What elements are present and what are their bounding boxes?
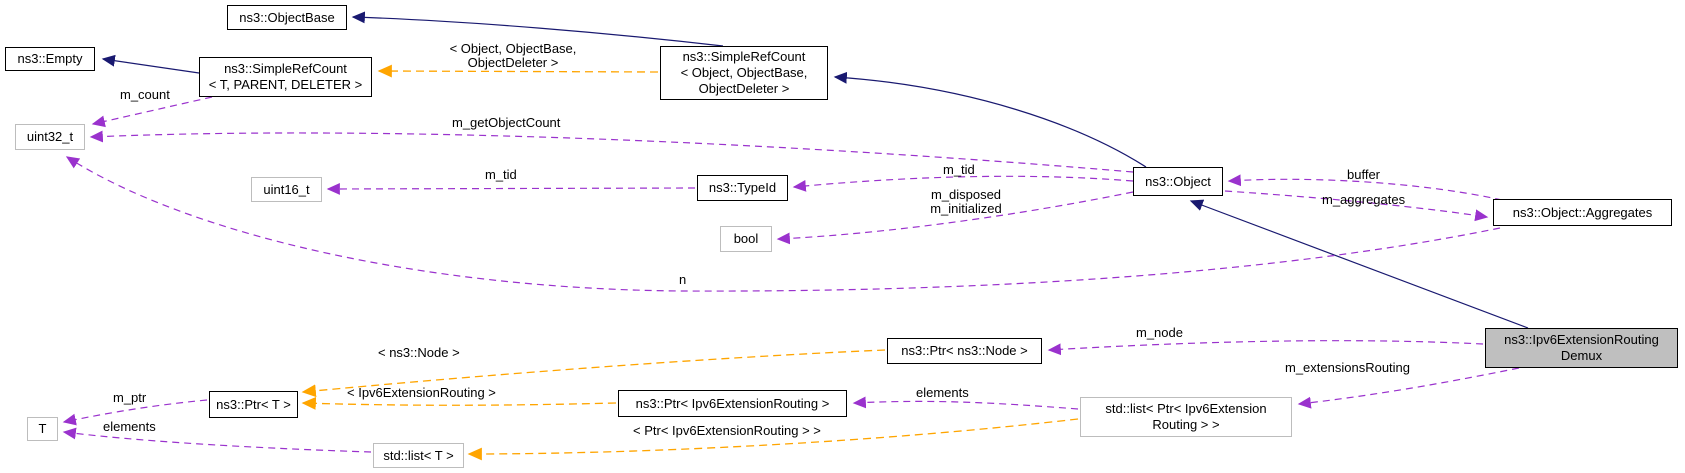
class-node-bool: bool <box>720 226 772 252</box>
class-node-ptr-ipv6-extension-routing[interactable]: ns3::Ptr< Ipv6ExtensionRouting > <box>618 390 847 417</box>
class-node-simplerefcount-object[interactable]: ns3::SimpleRefCount < Object, ObjectBase… <box>660 46 828 100</box>
edge-label-template-ptr-ipv6: < Ptr< Ipv6ExtensionRouting > > <box>633 423 821 438</box>
edge-usage-m-aggregates <box>1224 190 1489 222</box>
class-node-t: T <box>27 417 58 441</box>
edge-usage-n <box>65 156 1501 292</box>
edge-template-ptr-node <box>301 349 886 398</box>
edge-usage-elements-list-t <box>62 427 372 453</box>
class-node-list-ptr-ipv6: std::list< Ptr< Ipv6Extension Routing > … <box>1080 397 1292 437</box>
edge-template-ptr-ipv6 <box>301 396 617 410</box>
edge-label-m-disposed-initialized: m_disposed m_initialized <box>930 187 1002 216</box>
class-node-object-aggregates[interactable]: ns3::Object::Aggregates <box>1493 199 1672 226</box>
class-node-ptr-t[interactable]: ns3::Ptr< T > <box>209 391 298 418</box>
edge-usage-m-node <box>1047 340 1484 356</box>
edge-inherit-simplerefcountgeneric-empty <box>101 54 200 74</box>
edge-usage-m-extensionsrouting <box>1297 367 1520 409</box>
edge-label-buffer: buffer <box>1347 167 1381 182</box>
edge-usage-m-ptr <box>62 399 208 426</box>
class-node-simplerefcount-generic[interactable]: ns3::SimpleRefCount < T, PARENT, DELETER… <box>199 57 372 97</box>
edge-usage-m-disposed <box>776 191 1134 245</box>
edge-label-m-node: m_node <box>1136 325 1183 340</box>
class-node-objectbase[interactable]: ns3::ObjectBase <box>227 5 347 30</box>
class-node-uint16-t: uint16_t <box>251 177 322 202</box>
edge-label-template-object-objectbase: < Object, ObjectBase, ObjectDeleter > <box>449 41 577 70</box>
edge-inherit-simplerefcountobject-objectbase <box>351 11 724 47</box>
edge-label-elements-list-t: elements <box>103 419 156 434</box>
class-node-empty[interactable]: ns3::Empty <box>5 47 95 71</box>
edge-label-m-tid-object: m_tid <box>943 162 975 177</box>
edge-usage-elements-list-ptr <box>852 396 1079 410</box>
edge-usage-m-getobjectcount <box>89 130 1134 173</box>
class-node-object[interactable]: ns3::Object <box>1133 167 1223 196</box>
edge-label-m-ptr: m_ptr <box>113 390 147 405</box>
edge-usage-m-tid-typeid <box>326 183 696 195</box>
edge-label-template-ipv6-extension-routing: < Ipv6ExtensionRouting > <box>347 385 496 400</box>
edge-label-n: n <box>679 272 687 287</box>
edge-usage-m-tid-object <box>792 175 1134 192</box>
edge-inherit-demux-object <box>1189 199 1529 329</box>
class-node-typeid[interactable]: ns3::TypeId <box>697 175 788 201</box>
class-node-list-t: std::list< T > <box>373 443 464 468</box>
class-node-uint32-t: uint32_t <box>15 124 85 150</box>
edge-label-m-tid-typeid: m_tid <box>485 167 517 182</box>
edge-template-simplerefcount <box>377 64 659 78</box>
class-node-ipv6-extension-routing-demux: ns3::Ipv6ExtensionRouting Demux <box>1485 328 1678 368</box>
edge-template-list-ptr <box>467 418 1079 461</box>
edge-label-m-aggregates: m_aggregates <box>1322 192 1406 207</box>
edge-label-template-ns3-node: < ns3::Node > <box>378 345 460 360</box>
edge-label-elements-list-ptr: elements <box>916 385 969 400</box>
edge-label-m-count: m_count <box>120 87 170 102</box>
class-node-ptr-node[interactable]: ns3::Ptr< ns3::Node > <box>887 338 1042 364</box>
edge-usage-buffer <box>1227 174 1503 201</box>
edge-usage-m-count <box>91 96 213 128</box>
edge-label-m-getobjectcount: m_getObjectCount <box>452 115 561 130</box>
edge-inherit-object-simplerefcountobject <box>833 71 1147 168</box>
edge-label-m-extensions-routing: m_extensionsRouting <box>1285 360 1411 375</box>
